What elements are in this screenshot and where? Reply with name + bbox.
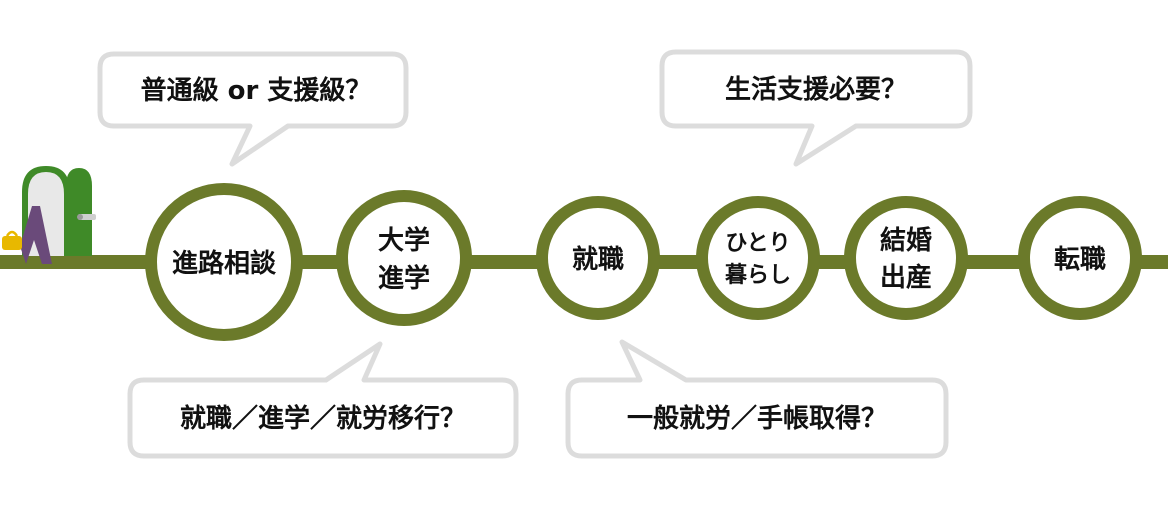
node-label: 結婚 <box>880 225 932 256</box>
node-label: 大学 <box>378 225 430 256</box>
bubble-text: 一般就労／手帳取得？ <box>627 404 887 434</box>
speech-bubble-bottom-left: 就職／進学／就労移行？ <box>127 341 519 459</box>
node-label: 進学 <box>378 263 430 294</box>
node-label: 進路相談 <box>172 248 277 279</box>
node-label: 就職 <box>572 245 624 275</box>
node-label: 出産 <box>880 262 932 293</box>
bag-icon <box>2 230 22 250</box>
node-label: ひとり <box>725 231 790 256</box>
speech-bubble-top-right: 生活支援必要？ <box>659 49 973 167</box>
speech-bubble-top-left: 普通級 or 支援級？ <box>97 51 409 167</box>
bubble-text: 普通級 or 支援級？ <box>141 75 372 106</box>
bubble-text: 就職／進学／就労移行？ <box>180 403 466 434</box>
bubble-text: 生活支援必要？ <box>725 75 907 105</box>
node-hitorigurashi: ひとり 暮らし <box>696 196 820 320</box>
node-label: 暮らし <box>724 263 791 288</box>
node-tenshoku: 転職 <box>1018 196 1142 320</box>
node-daigaku-shingaku: 大学 進学 <box>336 190 472 326</box>
node-label: 転職 <box>1054 245 1106 275</box>
node-shushoku: 就職 <box>536 196 660 320</box>
node-shinro-soudan: 進路相談 <box>145 183 303 341</box>
speech-bubble-bottom-right: 一般就労／手帳取得？ <box>565 339 949 459</box>
person-icon <box>20 206 52 264</box>
node-kekkon-shussan: 結婚 出産 <box>844 196 968 320</box>
